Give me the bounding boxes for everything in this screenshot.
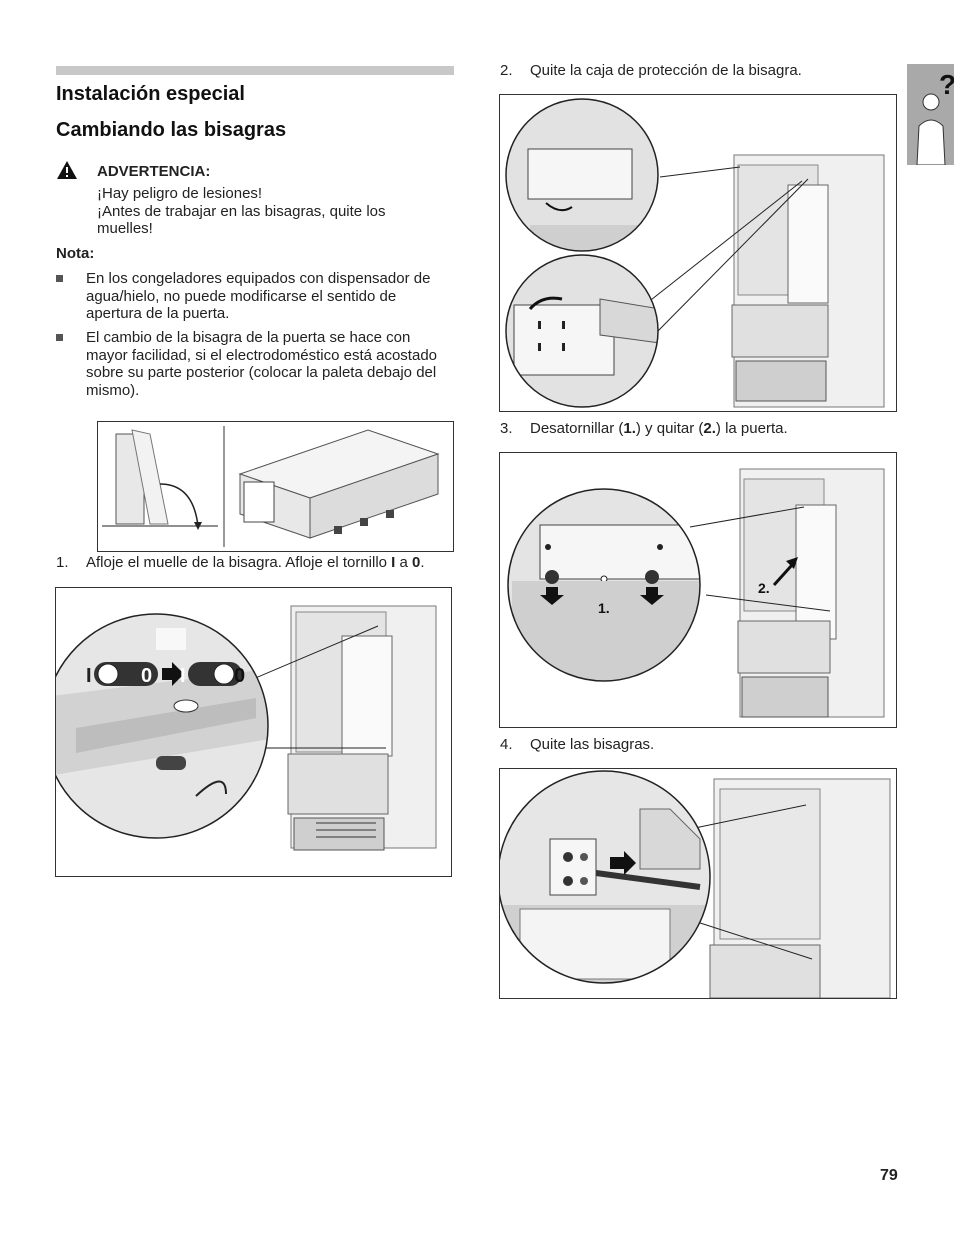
help-tab: ? [907, 64, 954, 166]
warning-line-2: ¡Antes de trabajar en las bisagras, quit… [97, 202, 386, 238]
step-bold: I [391, 554, 396, 571]
step-text: a [395, 554, 413, 571]
warning-text: ¡Hay peligro de lesiones! ¡Antes de trab… [97, 185, 427, 238]
step-number: 2. [500, 62, 513, 79]
note-item-1: En los congeladores equipados con dispen… [56, 270, 454, 323]
callout-remove: 2. [758, 580, 770, 596]
figure-remove-door: 1. 2. [499, 452, 897, 728]
step-text: . [420, 554, 425, 571]
figure-loosen-spring: I 0 I 0 [55, 587, 452, 877]
switch-label-i-after: I [180, 665, 186, 687]
warning-line-1: ¡Hay peligro de lesiones! [97, 185, 263, 202]
step-text: Desatornillar ( [530, 420, 624, 437]
remove-hinge-cover-illustration [505, 98, 885, 408]
step-bold: 1. [623, 420, 636, 437]
figure-remove-hinge-cover [499, 94, 897, 412]
subsection-title: Cambiando las bisagras [56, 119, 287, 141]
switch-label-i: I [86, 665, 92, 687]
switch-label-0-after: 0 [234, 665, 245, 687]
callout-unscrew: 1. [598, 600, 610, 616]
warning-icon [57, 161, 77, 179]
figure-appliance-lying [97, 421, 454, 552]
step-4: 4. Quite las bisagras. [500, 736, 654, 754]
appliance-lying-illustration [102, 426, 440, 547]
page-number: 79 [880, 1167, 898, 1184]
step-number: 1. [56, 554, 69, 571]
step-2: 2. Quite la caja de protección de la bisa… [500, 62, 802, 80]
step-text: Quite las bisagras. [530, 736, 655, 753]
step-number: 4. [500, 736, 513, 753]
step-number: 3. [500, 420, 513, 437]
loosen-spring-illustration: I 0 I 0 [56, 605, 437, 851]
step-text: Quite la caja de protección de la bisagr… [530, 62, 802, 79]
step-1: 1. Afloje el muelle de la bisagra. Afloje… [56, 554, 425, 572]
person-question-icon: ? [916, 69, 954, 166]
switch-label-0: 0 [141, 665, 152, 687]
step-bold: 2. [703, 420, 716, 437]
note-label: Nota: [56, 245, 95, 262]
question-glyph: ? [939, 69, 954, 100]
note-item-2: El cambio de la bisagra de la puerta se … [56, 329, 454, 399]
step-bold: 0 [412, 554, 421, 571]
remove-door-illustration: 1. 2. [507, 468, 885, 718]
figure-remove-hinges [499, 768, 897, 999]
step-text: ) y quitar ( [635, 420, 704, 437]
section-title: Instalación especial [56, 83, 245, 105]
section-rule [56, 66, 454, 75]
step-text: Afloje el muelle de la bisagra. Afloje e… [86, 554, 392, 571]
warning-title: ADVERTENCIA: [97, 163, 211, 180]
step-3: 3. Desatornillar (1.) y quitar (2.) la pu… [500, 420, 788, 438]
step-text: ) la puerta. [715, 420, 788, 437]
remove-hinges-illustration [500, 770, 891, 998]
